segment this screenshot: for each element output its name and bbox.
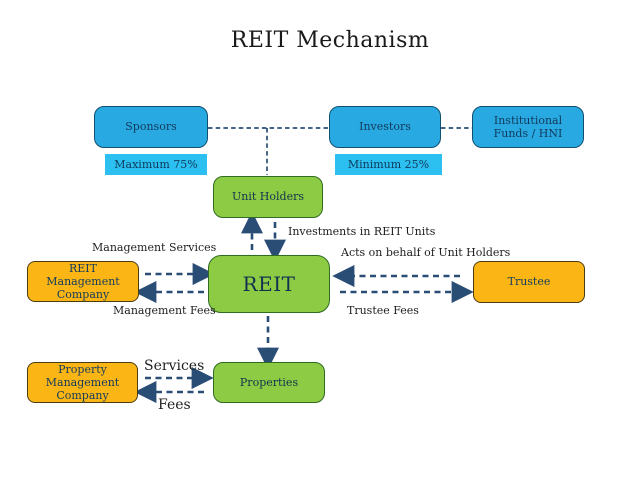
box-reit: REIT bbox=[208, 255, 330, 313]
label-services: Services bbox=[144, 358, 205, 374]
label-investments-in-reit-units: Investments in REIT Units bbox=[288, 225, 436, 238]
box-sponsors: Sponsors bbox=[94, 106, 208, 148]
label-management-services: Management Services bbox=[92, 241, 217, 254]
box-reit-management-company: REIT Management Company bbox=[27, 261, 139, 302]
tag-minimum-25: Minimum 25% bbox=[335, 154, 442, 175]
box-property-management-company: Property Management Company bbox=[27, 362, 138, 403]
box-institutional-funds-hni: Institutional Funds / HNI bbox=[472, 106, 584, 148]
tag-maximum-75: Maximum 75% bbox=[105, 154, 207, 175]
label-trustee-fees: Trustee Fees bbox=[347, 304, 419, 317]
label-acts-on-behalf-of-unit-holders: Acts on behalf of Unit Holders bbox=[341, 246, 511, 259]
diagram-title: REIT Mechanism bbox=[230, 28, 430, 53]
box-unit-holders: Unit Holders bbox=[213, 176, 323, 218]
box-trustee: Trustee bbox=[473, 261, 585, 303]
label-management-fees: Management Fees bbox=[113, 304, 216, 317]
box-investors: Investors bbox=[329, 106, 441, 148]
box-properties: Properties bbox=[213, 362, 325, 403]
label-fees: Fees bbox=[158, 397, 191, 413]
